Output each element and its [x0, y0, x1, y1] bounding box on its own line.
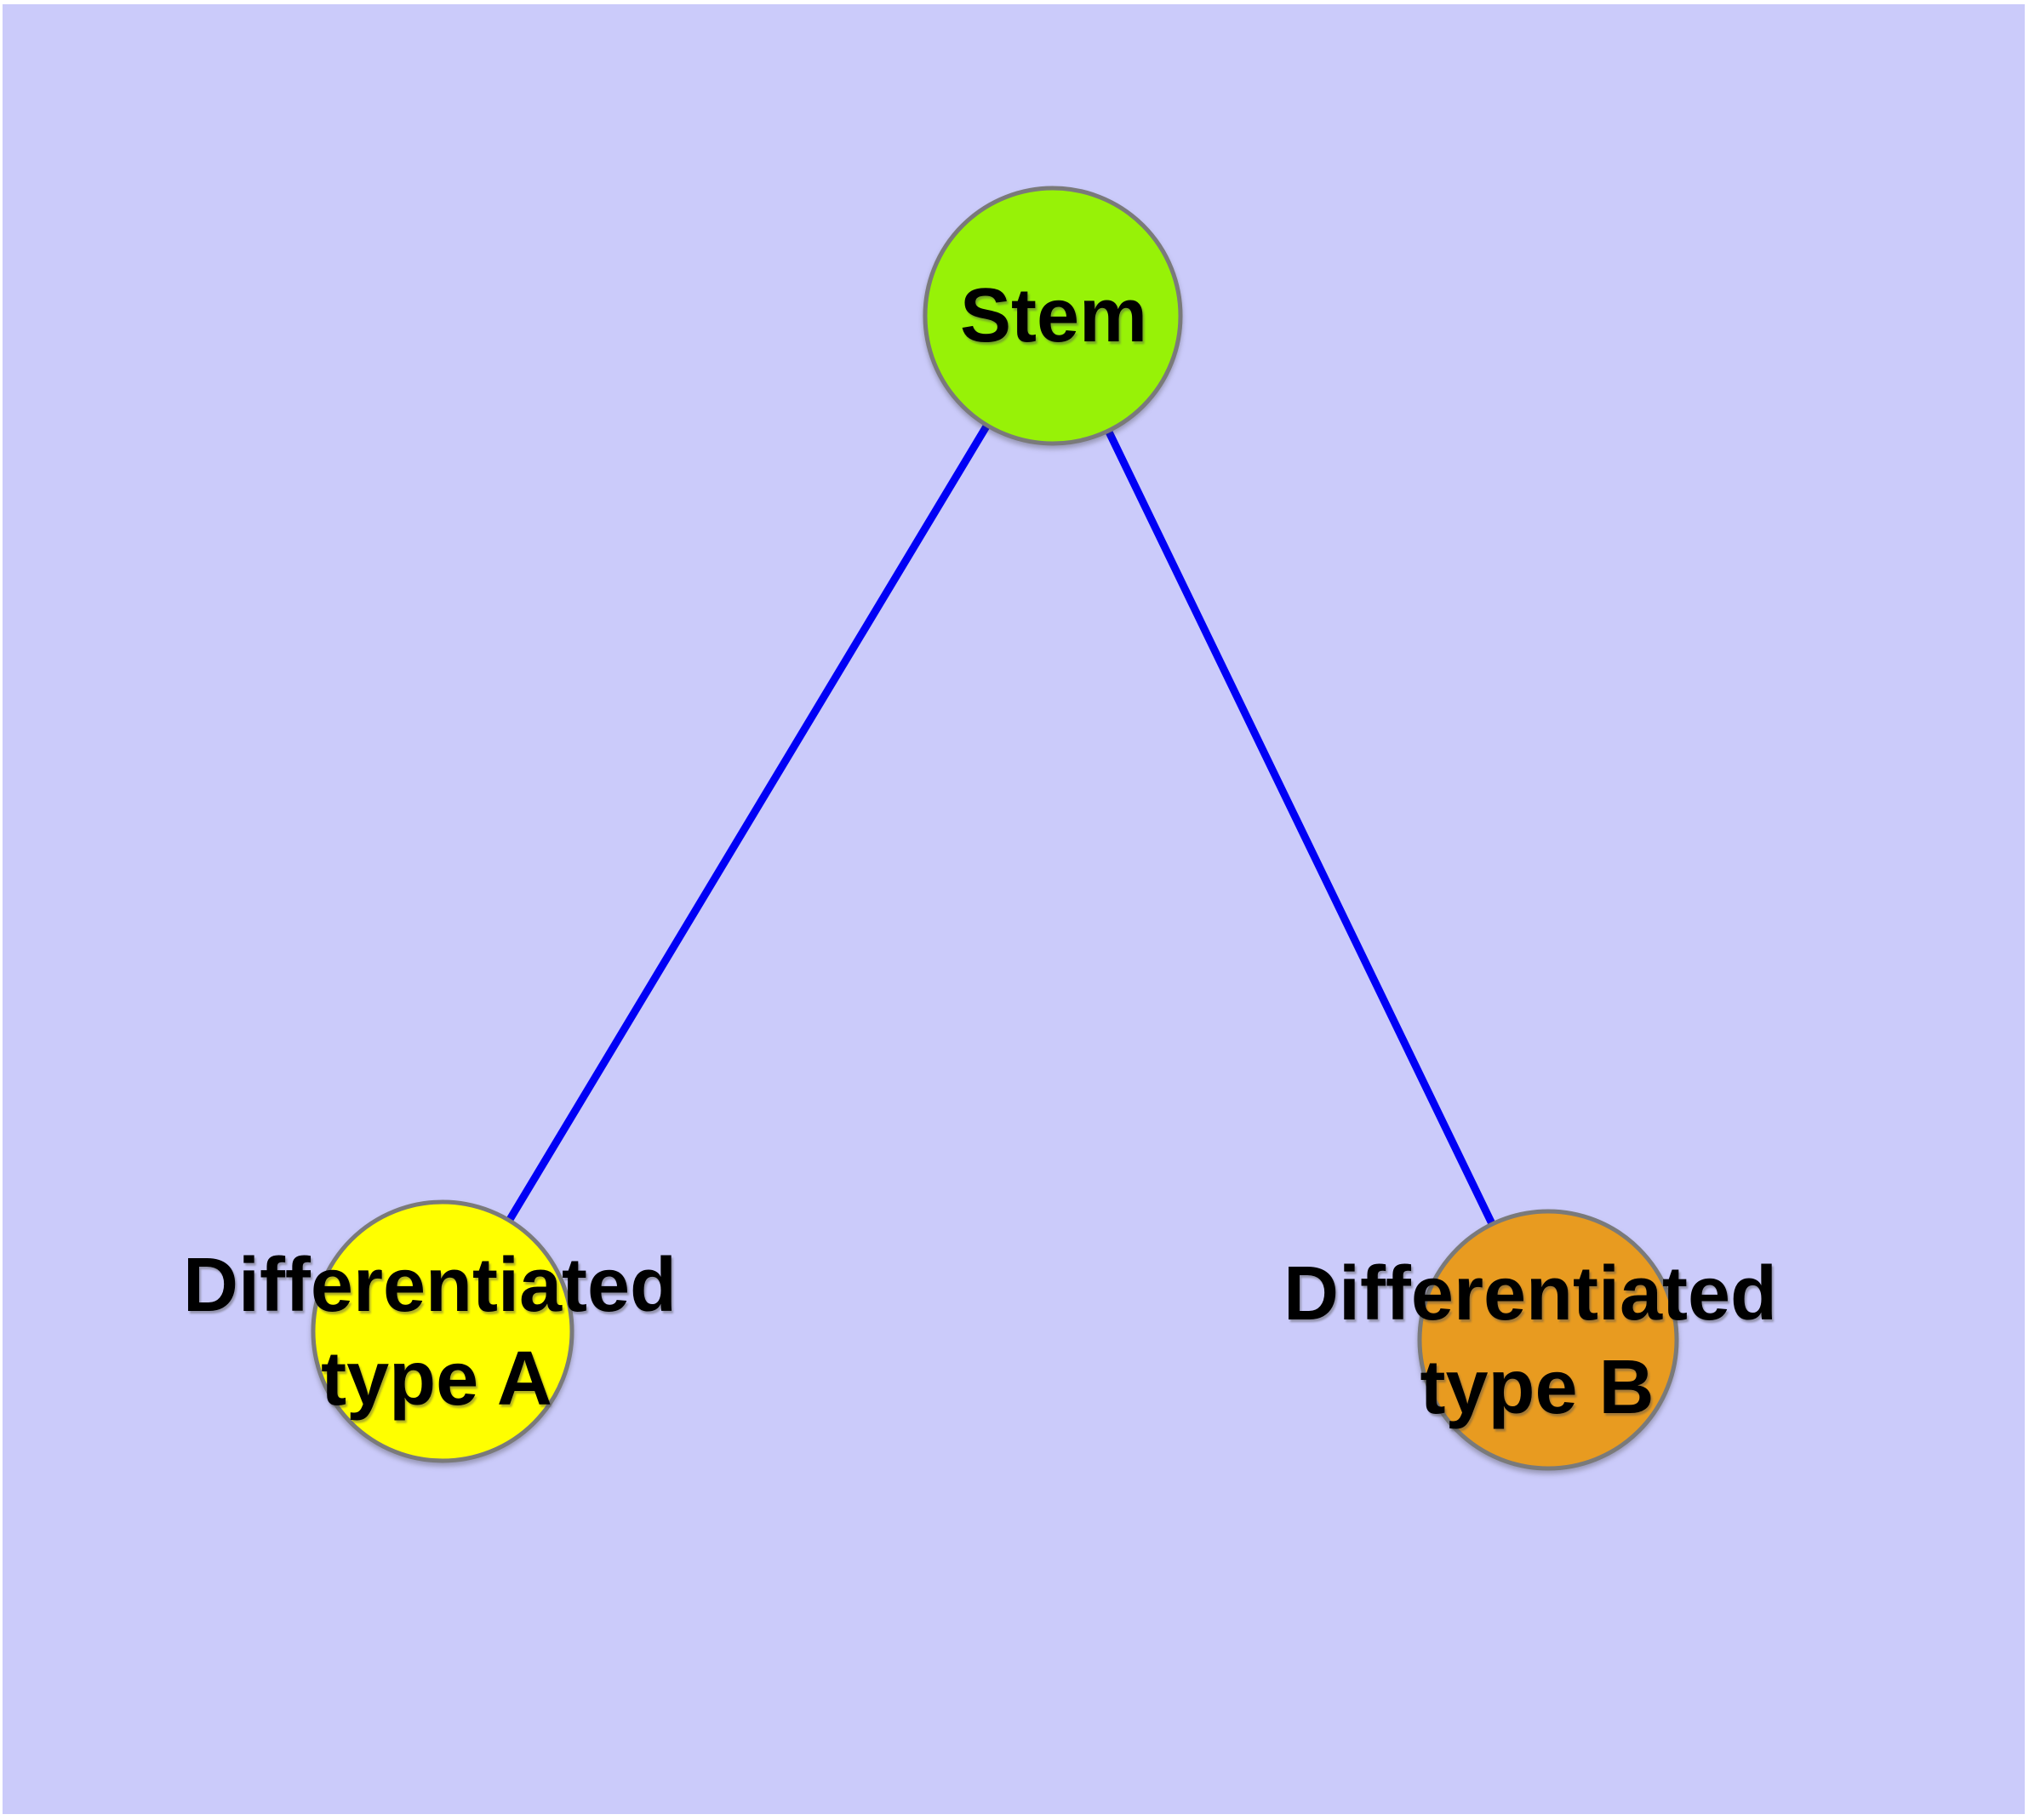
node-type-a-label-line2: type A: [321, 1336, 552, 1422]
edge-stem-to-type-a: [439, 313, 1056, 1334]
edges: [439, 313, 1552, 1342]
edge-stem-to-type-b: [1049, 314, 1552, 1342]
node-differentiated-type-b: [1417, 1209, 1679, 1471]
node-type-b-label-line2: type B: [1420, 1345, 1654, 1430]
nodes: [311, 186, 1679, 1471]
node-differentiated-type-a: [311, 1199, 574, 1463]
node-labels: Stem Differentiated type A Differentiate…: [183, 273, 1777, 1430]
node-type-a-label-line1: Differentiated: [183, 1243, 677, 1328]
node-type-b-label-line1: Differentiated: [1283, 1251, 1777, 1336]
node-stem-label: Stem: [960, 273, 1147, 358]
node-stem: [923, 186, 1183, 446]
